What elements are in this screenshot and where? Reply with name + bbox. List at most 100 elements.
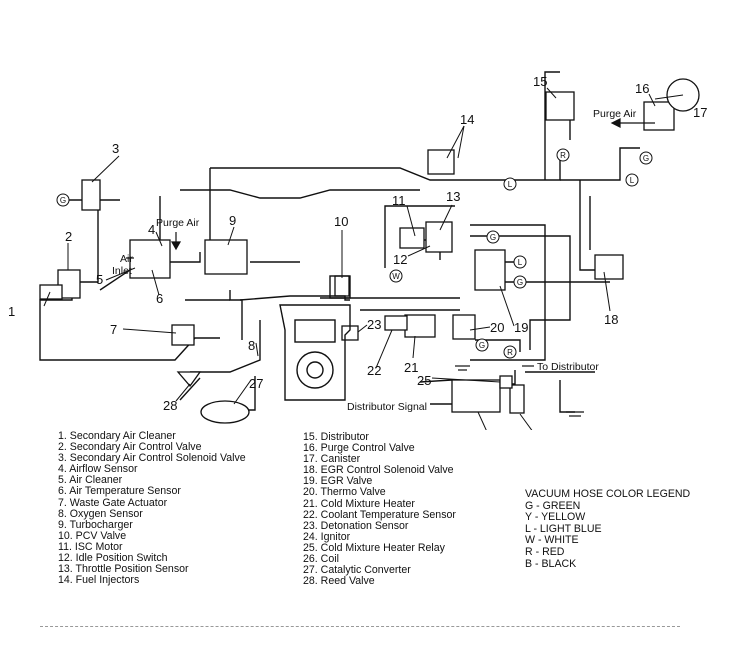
svg-text:G: G — [479, 341, 485, 350]
legend-item: 9. Turbocharger — [58, 518, 133, 531]
callout-6: 6 — [156, 291, 163, 306]
isc-motor-11 — [399, 227, 425, 249]
legend-item: 19. EGR Valve — [303, 475, 373, 488]
legend-item: 28. Reed Valve — [303, 575, 375, 588]
legend-item: 11. ISC Motor — [58, 540, 123, 553]
hose-legend-entry: Y - YELLOW — [525, 511, 586, 524]
turbocharger-9 — [204, 239, 248, 275]
svg-text:G: G — [60, 196, 66, 205]
callout-11: 11 — [392, 193, 406, 208]
hose-legend-entry: G - GREEN — [525, 499, 581, 512]
callout-numbers: 1 2 3 4 5 6 7 8 9 10 11 12 13 14 15 16 1… — [8, 74, 707, 413]
reed-valve-28 — [176, 371, 202, 388]
callout-8: 8 — [248, 338, 255, 353]
callout-22: 22 — [367, 363, 381, 378]
diagram-labels: Purge Air Purge Air Air Inlet To Distrib… — [112, 108, 637, 413]
legend-item: 12. Idle Position Switch — [58, 552, 168, 565]
legend-item: 8. Oxygen Sensor — [58, 507, 143, 520]
hose-legend-entry: L - LIGHT BLUE — [525, 522, 602, 535]
callout-16: 16 — [635, 81, 649, 96]
legend-item: 17. Canister — [303, 453, 361, 466]
svg-text:G: G — [643, 154, 649, 163]
callout-14: 14 — [460, 112, 474, 127]
vacuum-hose-diagram: G L L R G G W L G G R — [8, 71, 707, 430]
callout-23: 23 — [367, 317, 381, 332]
hose-bubble: L — [513, 255, 527, 269]
hose-bubble: W — [389, 269, 403, 283]
hose-bubble: L — [625, 173, 639, 187]
legend-item: 6. Air Temperature Sensor — [58, 485, 181, 498]
svg-text:W: W — [392, 272, 400, 281]
callout-21: 21 — [404, 360, 418, 375]
legend-item: 23. Detonation Sensor — [303, 519, 409, 532]
cmh-relay-25 — [499, 375, 513, 389]
egr-valve-19 — [474, 249, 506, 291]
legend-item: 25. Cold Mixture Heater Relay — [303, 541, 445, 554]
legend-item: 24. Ignitor — [303, 530, 351, 543]
hose-legend-title: VACUUM HOSE COLOR LEGEND — [525, 488, 691, 500]
secondary-air-cleaner-1 — [39, 284, 63, 300]
distributor-15 — [545, 91, 575, 121]
legend-item: 21. Cold Mixture Heater — [303, 497, 415, 510]
air-inlet-label-1: Air — [120, 253, 133, 265]
legend-item: 27. Catalytic Converter — [303, 564, 411, 577]
legend-item: 4. Airflow Sensor — [58, 463, 138, 476]
hose-code-bubbles: G L L R G G W L G G R — [56, 148, 653, 359]
hose-bubble: G — [56, 193, 70, 207]
callout-20: 20 — [490, 320, 504, 335]
air-inlet-label-2: Inlet — [112, 265, 132, 277]
callout-10: 10 — [334, 214, 348, 229]
solenoid-valve-3 — [81, 179, 101, 211]
legend-item: 3. Secondary Air Control Solenoid Valve — [58, 452, 246, 465]
callout-2: 2 — [65, 229, 72, 244]
legend-item: 7. Waste Gate Actuator — [58, 496, 168, 509]
hose-legend-entry: R - RED — [525, 545, 565, 558]
hose-bubble: G — [486, 230, 500, 244]
callout-13: 13 — [446, 189, 460, 204]
legend-item: 13. Throttle Position Sensor — [58, 563, 189, 576]
hose-bubble: G — [475, 338, 489, 352]
component-legend-right: 15. Distributor 16. Purge Control Valve … — [303, 431, 456, 588]
callout-12: 12 — [393, 252, 407, 267]
callout-19: 19 — [514, 320, 528, 335]
vacuum-hose-color-legend: VACUUM HOSE COLOR LEGEND G - GREEN Y - Y… — [525, 488, 691, 570]
legend-item: 16. Purge Control Valve — [303, 442, 415, 455]
callout-leaders — [43, 87, 684, 430]
callout-9: 9 — [229, 213, 236, 228]
legend-item: 14. Fuel Injectors — [58, 574, 140, 587]
legend-item: 20. Thermo Valve — [303, 486, 386, 499]
svg-text:G: G — [517, 278, 523, 287]
hose-bubble: R — [503, 345, 517, 359]
hose-legend-entry: W - WHITE — [525, 534, 579, 547]
ground-symbols — [455, 365, 584, 417]
svg-text:R: R — [560, 151, 566, 160]
legend-item: 18. EGR Control Solenoid Valve — [303, 464, 454, 477]
legend-item: 15. Distributor — [303, 431, 369, 443]
svg-text:L: L — [630, 176, 635, 185]
cold-mixture-heater-21 — [404, 314, 436, 338]
component-legend-left: 1. Secondary Air Cleaner 2. Secondary Ai… — [58, 430, 246, 587]
hose-bubble: G — [513, 275, 527, 289]
flow-arrows — [126, 118, 655, 367]
coil-26 — [509, 384, 525, 414]
coolant-sensor-22 — [384, 315, 408, 331]
purge-air-label-right: Purge Air — [593, 108, 637, 120]
callout-18: 18 — [604, 312, 618, 327]
throttle-body-13 — [425, 221, 453, 253]
distributor-signal-label: Distributor Signal — [347, 401, 427, 413]
hose-bubble: R — [556, 148, 570, 162]
legend-item: 26. Coil — [303, 553, 339, 566]
callout-5: 5 — [96, 272, 103, 287]
legend-item: 2. Secondary Air Control Valve — [58, 441, 202, 454]
callout-4: 4 — [148, 222, 155, 237]
thermo-valve-20 — [452, 314, 476, 340]
hose-legend-entry: B - BLACK — [525, 557, 577, 570]
svg-text:L: L — [518, 258, 523, 267]
legend-item: 5. Air Cleaner — [58, 474, 123, 487]
svg-text:G: G — [490, 233, 496, 242]
svg-text:R: R — [507, 348, 513, 357]
legend-item: 10. PCV Valve — [58, 529, 127, 542]
secondary-air-valve-2 — [57, 269, 81, 299]
callout-1: 1 — [8, 304, 15, 319]
callout-28: 28 — [163, 398, 177, 413]
